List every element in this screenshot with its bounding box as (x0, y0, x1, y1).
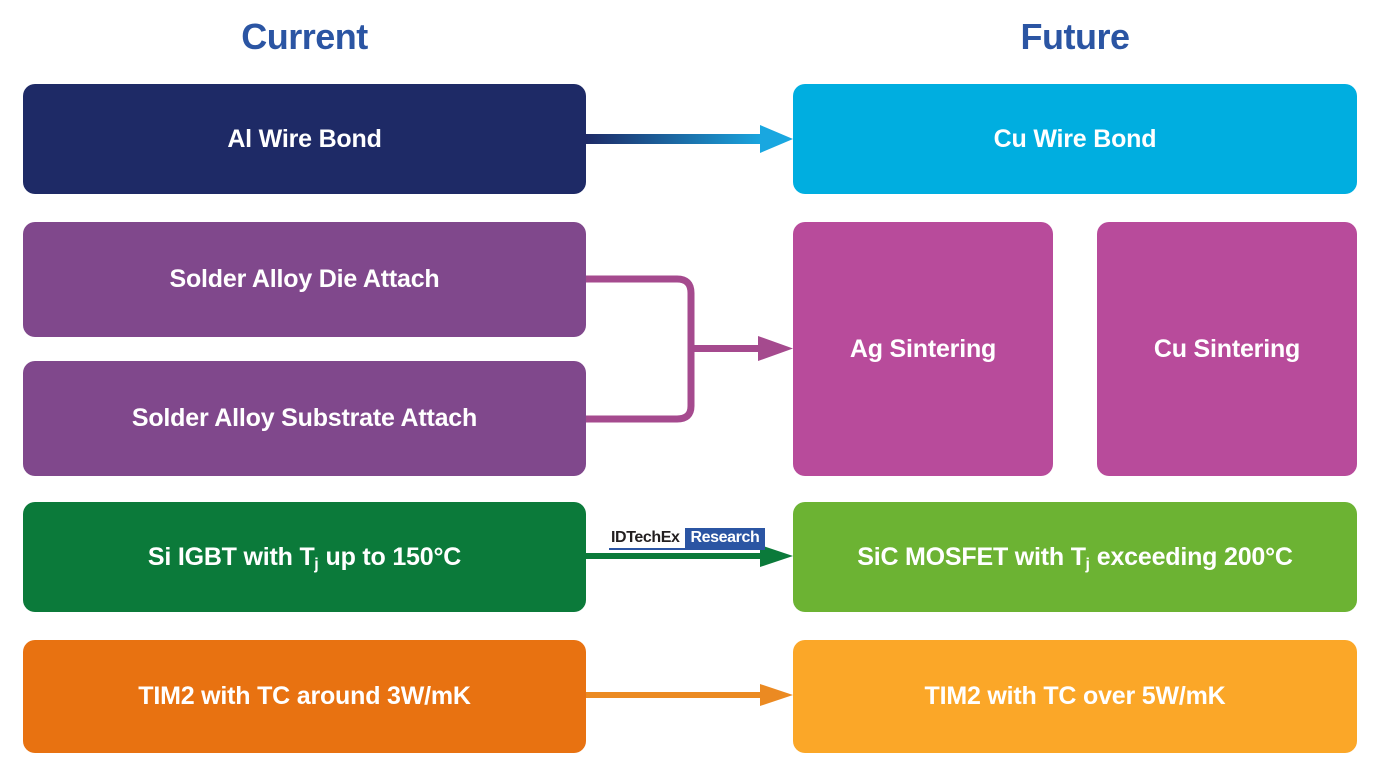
label-subscript: j (314, 556, 319, 574)
node-cu-sintering[interactable]: Cu Sintering (1097, 222, 1357, 476)
node-al-wire-bond[interactable]: Al Wire Bond (23, 84, 586, 194)
node-ag-sintering[interactable]: Ag Sintering (793, 222, 1053, 476)
connector-die-attach (582, 275, 695, 423)
label-suffix: exceeding 200°C (1090, 542, 1293, 571)
connector-wire-bond (586, 125, 793, 153)
label-prefix: Si IGBT with T (147, 542, 315, 571)
column-header-current: Current (241, 16, 368, 57)
node-tim2-future[interactable]: TIM2 with TC over 5W/mK (793, 640, 1357, 753)
label-prefix: SiC MOSFET with T (857, 542, 1086, 571)
column-header-future: Future (1020, 16, 1131, 57)
watermark-product-badge: Research (684, 528, 766, 550)
node-tim2-current[interactable]: TIM2 with TC around 3W/mK (23, 640, 586, 753)
idtechex-watermark: IDTechEx Research (609, 528, 766, 550)
node-sic-mosfet-label: SiC MOSFET with Tj exceeding 200°C (857, 542, 1293, 574)
node-si-igbt-label: Si IGBT with Tj up to 150°C (147, 542, 462, 574)
node-cu-wire-bond[interactable]: Cu Wire Bond (793, 84, 1357, 194)
connector-tim2 (586, 684, 793, 706)
watermark-brand-text: IDTechEx (609, 528, 685, 550)
node-sic-mosfet[interactable]: SiC MOSFET with Tj exceeding 200°C (793, 502, 1357, 612)
node-si-igbt[interactable]: Si IGBT with Tj up to 150°C (23, 502, 586, 612)
node-solder-alloy-die-attach[interactable]: Solder Alloy Die Attach (23, 222, 586, 337)
node-solder-alloy-substrate-attach[interactable]: Solder Alloy Substrate Attach (23, 361, 586, 476)
label-subscript: j (1085, 556, 1090, 574)
label-suffix: up to 150°C (318, 542, 462, 571)
connector-die-attach-arrow (691, 336, 793, 361)
